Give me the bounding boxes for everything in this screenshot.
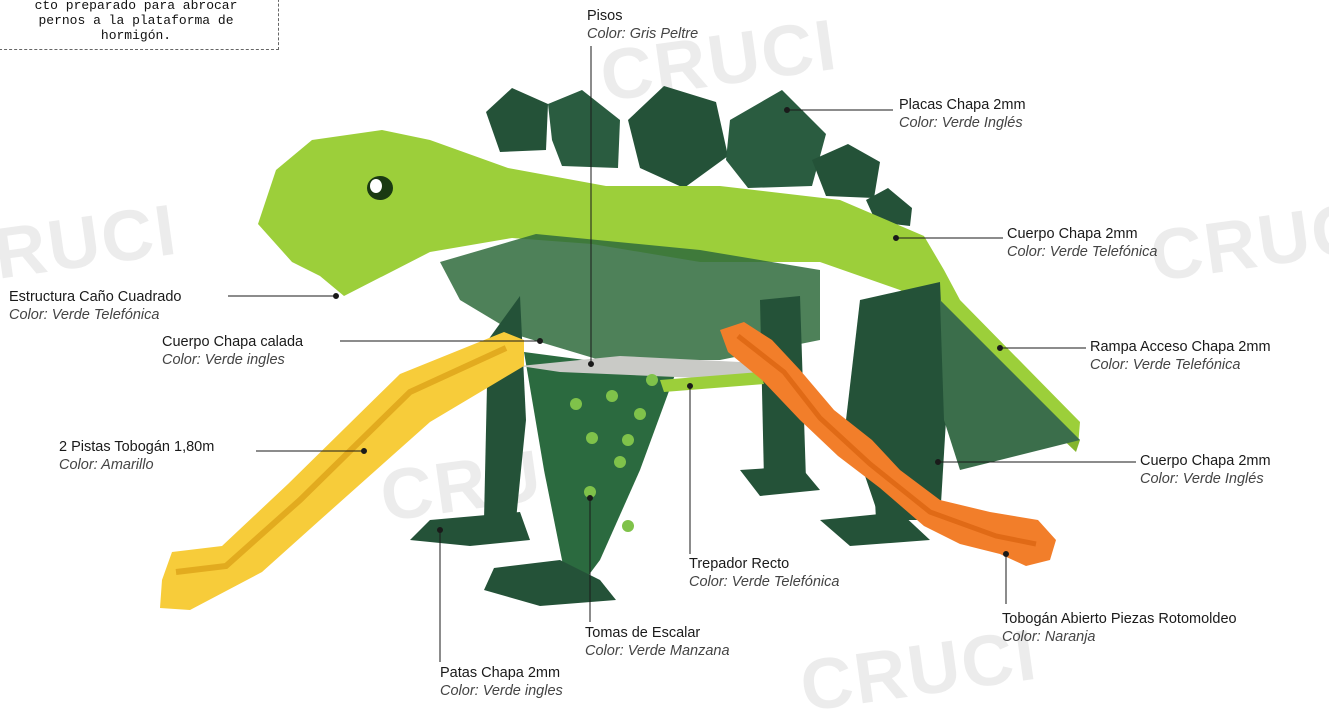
label-title: Cuerpo Chapa calada <box>162 333 303 351</box>
label-trepador: Trepador Recto Color: Verde Telefónica <box>689 555 839 591</box>
label-title: Patas Chapa 2mm <box>440 664 563 682</box>
label-patas: Patas Chapa 2mm Color: Verde ingles <box>440 664 563 700</box>
label-title: 2 Pistas Tobogán 1,80m <box>59 438 214 456</box>
note-line: pernos a la plataforma de <box>0 13 272 28</box>
label-color: Color: Verde Inglés <box>899 114 1026 132</box>
label-color: Color: Verde Telefónica <box>1007 243 1157 261</box>
label-color: Color: Gris Peltre <box>587 25 698 43</box>
label-calada: Cuerpo Chapa calada Color: Verde ingles <box>162 333 303 369</box>
label-color: Color: Verde Telefónica <box>1090 356 1271 374</box>
label-color: Color: Naranja <box>1002 628 1237 646</box>
label-title: Cuerpo Chapa 2mm <box>1140 452 1271 470</box>
label-title: Estructura Caño Cuadrado <box>9 288 182 306</box>
note-line: cto preparado para abrocar <box>0 0 272 13</box>
label-color: Color: Verde Telefónica <box>689 573 839 591</box>
label-title: Pisos <box>587 7 698 25</box>
label-color: Color: Verde Telefónica <box>9 306 182 324</box>
label-title: Cuerpo Chapa 2mm <box>1007 225 1157 243</box>
label-color: Color: Verde Inglés <box>1140 470 1271 488</box>
label-estructura: Estructura Caño Cuadrado Color: Verde Te… <box>9 288 182 324</box>
label-title: Placas Chapa 2mm <box>899 96 1026 114</box>
label-rampa: Rampa Acceso Chapa 2mm Color: Verde Tele… <box>1090 338 1271 374</box>
note-line: hormigón. <box>0 28 272 43</box>
label-color: Color: Amarillo <box>59 456 214 474</box>
label-pistas: 2 Pistas Tobogán 1,80m Color: Amarillo <box>59 438 214 474</box>
label-color: Color: Verde ingles <box>440 682 563 700</box>
label-title: Tobogán Abierto Piezas Rotomoldeo <box>1002 610 1237 628</box>
label-color: Color: Verde ingles <box>162 351 303 369</box>
label-tomas: Tomas de Escalar Color: Verde Manzana <box>585 624 730 660</box>
label-cuerpo-bottom: Cuerpo Chapa 2mm Color: Verde Inglés <box>1140 452 1271 488</box>
label-color: Color: Verde Manzana <box>585 642 730 660</box>
label-tobogan: Tobogán Abierto Piezas Rotomoldeo Color:… <box>1002 610 1237 646</box>
installation-note: cto preparado para abrocar pernos a la p… <box>0 0 279 50</box>
label-placas: Placas Chapa 2mm Color: Verde Inglés <box>899 96 1026 132</box>
label-title: Trepador Recto <box>689 555 839 573</box>
diagram-canvas: CRUCI CRUCI CRUCI CRUCI CRUCI <box>0 0 1329 704</box>
label-title: Rampa Acceso Chapa 2mm <box>1090 338 1271 356</box>
label-title: Tomas de Escalar <box>585 624 730 642</box>
label-pisos: Pisos Color: Gris Peltre <box>587 7 698 43</box>
label-cuerpo-top: Cuerpo Chapa 2mm Color: Verde Telefónica <box>1007 225 1157 261</box>
